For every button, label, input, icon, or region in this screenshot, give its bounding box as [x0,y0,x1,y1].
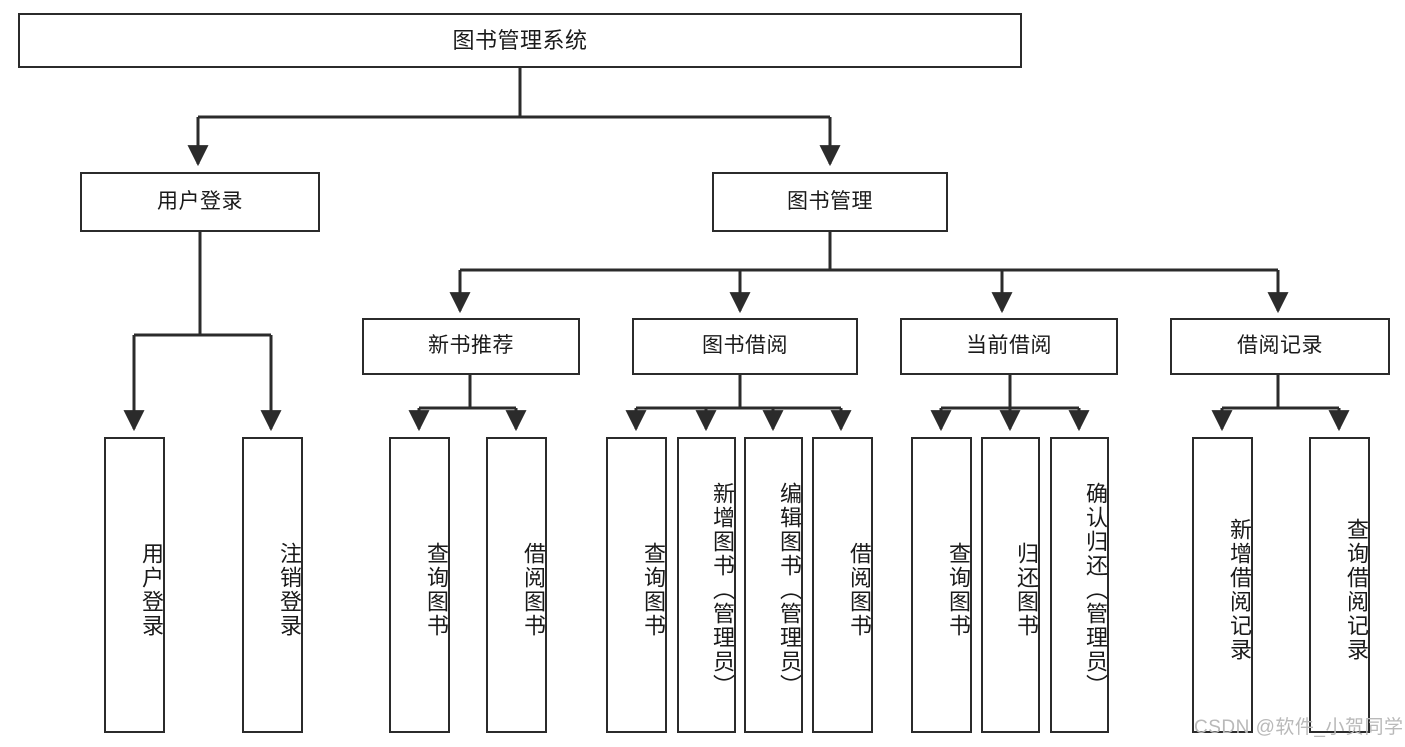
node-label: 查询图书 [641,542,666,638]
node-label: 图书管理系统 [452,27,588,53]
node-label: 归还图书 [1014,542,1039,638]
node-user-login[interactable]: 用户登录 [80,172,320,232]
node-label: 查询借阅记录 [1344,518,1369,662]
node-leaf-query-borrow-record[interactable]: 查询借阅记录 [1309,437,1370,733]
node-label: 注销登录 [277,542,302,638]
node-label: 图书借阅 [702,334,788,358]
node-label: 查询图书 [946,542,971,638]
node-leaf-query-book-borrow[interactable]: 查询图书 [606,437,667,733]
node-label: 新增图书（管理员） [710,482,735,698]
node-leaf-add-borrow-record[interactable]: 新增借阅记录 [1192,437,1253,733]
node-leaf-logout[interactable]: 注销登录 [242,437,303,733]
node-leaf-edit-book-admin[interactable]: 编辑图书（管理员） [744,437,803,733]
node-label: 新书推荐 [428,334,514,358]
node-label: 借阅记录 [1237,334,1323,358]
node-label: 当前借阅 [966,334,1052,358]
node-leaf-query-book-recommend[interactable]: 查询图书 [389,437,450,733]
node-label: 新增借阅记录 [1227,518,1252,662]
node-book-management[interactable]: 图书管理 [712,172,948,232]
node-leaf-add-book-admin[interactable]: 新增图书（管理员） [677,437,736,733]
node-label: 借阅图书 [847,542,872,638]
node-label: 编辑图书（管理员） [777,482,802,698]
node-label: 用户登录 [157,189,243,213]
node-current-borrow[interactable]: 当前借阅 [900,318,1118,375]
node-root-book-management-system[interactable]: 图书管理系统 [18,13,1022,68]
node-label: 借阅图书 [521,542,546,638]
node-leaf-query-book-current[interactable]: 查询图书 [911,437,972,733]
node-leaf-confirm-return-admin[interactable]: 确认归还（管理员） [1050,437,1109,733]
node-leaf-borrow-book-recommend[interactable]: 借阅图书 [486,437,547,733]
node-label: 图书管理 [787,189,873,213]
node-leaf-user-login[interactable]: 用户登录 [104,437,165,733]
node-new-book-recommend[interactable]: 新书推荐 [362,318,580,375]
node-leaf-borrow-book[interactable]: 借阅图书 [812,437,873,733]
node-leaf-return-book[interactable]: 归还图书 [981,437,1040,733]
csdn-watermark: CSDN @软件_小贺同学 [1194,717,1404,738]
node-book-borrow[interactable]: 图书借阅 [632,318,858,375]
node-label: 用户登录 [139,542,164,638]
node-label: 查询图书 [424,542,449,638]
node-borrow-record[interactable]: 借阅记录 [1170,318,1390,375]
node-label: 确认归还（管理员） [1083,482,1108,698]
